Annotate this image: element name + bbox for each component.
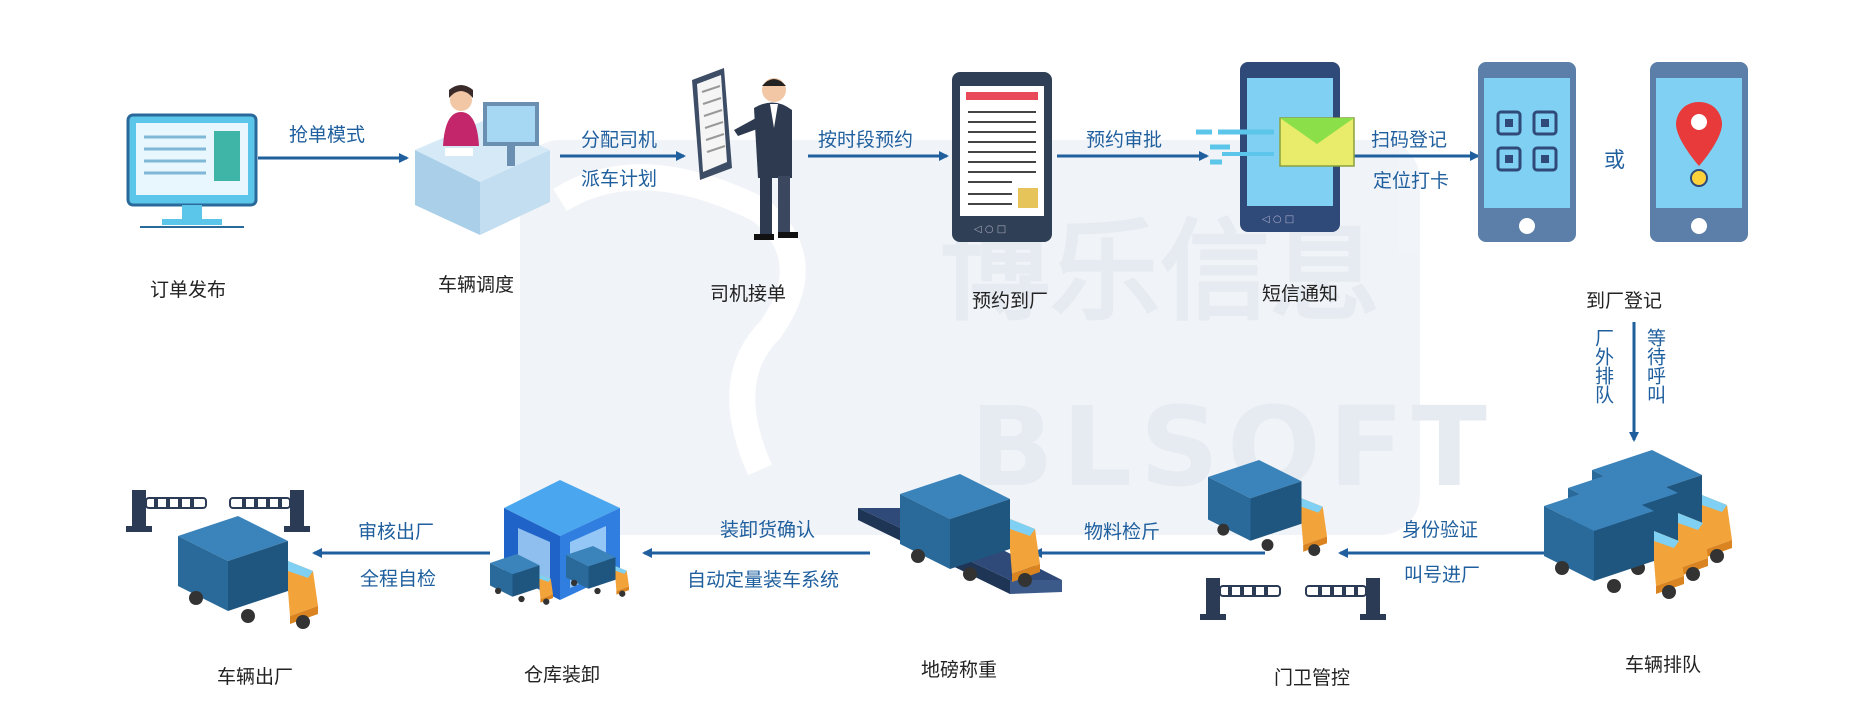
edge-label-scan-register: 扫码登记	[1371, 129, 1448, 151]
edge-label-call-enter: 叫号进厂	[1404, 564, 1481, 586]
watermark-swoosh	[553, 164, 806, 476]
qr-scan-phone-icon	[1478, 62, 1576, 242]
edge-label-auto-loading-system: 自动定量装车系统	[687, 569, 840, 591]
node-label-vehicle-dispatch: 车辆调度	[438, 274, 515, 296]
edge-label-time-slot-reserve: 按时段预约	[818, 129, 914, 151]
node-label-arrival-register: 到厂登记	[1586, 290, 1663, 312]
warehouse-loading-icon	[490, 480, 629, 605]
node-label-driver-accept: 司机接单	[710, 283, 787, 305]
node-label-vehicle-queue: 车辆排队	[1625, 654, 1702, 676]
edge-label-wait-call: 等待呼叫	[1644, 328, 1666, 404]
sms-envelope-phone-icon: ◁ ○ □	[1196, 62, 1355, 232]
edge-label-audit-exit: 审核出厂	[358, 521, 435, 543]
weighbridge-truck-icon	[858, 474, 1062, 594]
computer-monitor-icon	[126, 113, 258, 228]
arrows-top	[258, 151, 1639, 442]
edge-label-assign-driver: 分配司机	[581, 129, 658, 151]
edge-label-locate-checkin: 定位打卡	[1373, 170, 1450, 192]
node-label-order-publish: 订单发布	[150, 279, 227, 301]
edge-label-dispatch-plan: 派车计划	[581, 168, 658, 190]
edge-label-self-check: 全程自检	[360, 568, 437, 590]
dispatcher-desk-icon	[415, 85, 550, 235]
or-label: 或	[1604, 148, 1625, 172]
edge-label-material-check: 物料检斤	[1084, 521, 1161, 543]
svg-text:◁ ○ □: ◁ ○ □	[1262, 214, 1294, 225]
node-label-reserve-arrival: 预约到厂	[972, 290, 1049, 312]
node-label-weighbridge: 地磅称重	[921, 659, 998, 681]
watermark-panel	[520, 140, 1420, 535]
node-label-gate-control: 门卫管控	[1274, 667, 1351, 689]
location-pin-phone-icon	[1650, 62, 1748, 242]
edge-label-load-confirm: 装卸货确认	[720, 519, 816, 541]
truck-queue-icon	[1544, 450, 1732, 599]
node-label-vehicle-exit: 车辆出厂	[217, 666, 294, 688]
node-label-warehouse-loading: 仓库装卸	[524, 664, 601, 686]
exit-barrier-truck-icon	[124, 488, 318, 629]
node-label-sms-notice: 短信通知	[1262, 283, 1339, 305]
edge-label-grab-mode: 抢单模式	[289, 124, 366, 146]
phone-document-icon: ◁ ○ □	[952, 72, 1052, 242]
watermark: 博乐信息 BLSOFT	[520, 140, 1487, 535]
edge-label-reserve-approval: 预约审批	[1086, 129, 1163, 151]
svg-text:◁ ○ □: ◁ ○ □	[974, 224, 1006, 235]
driver-tablet-icon	[692, 68, 798, 240]
edge-label-identity-verify: 身份验证	[1402, 519, 1479, 541]
edge-label-outside-queue: 厂外排队	[1592, 328, 1614, 404]
